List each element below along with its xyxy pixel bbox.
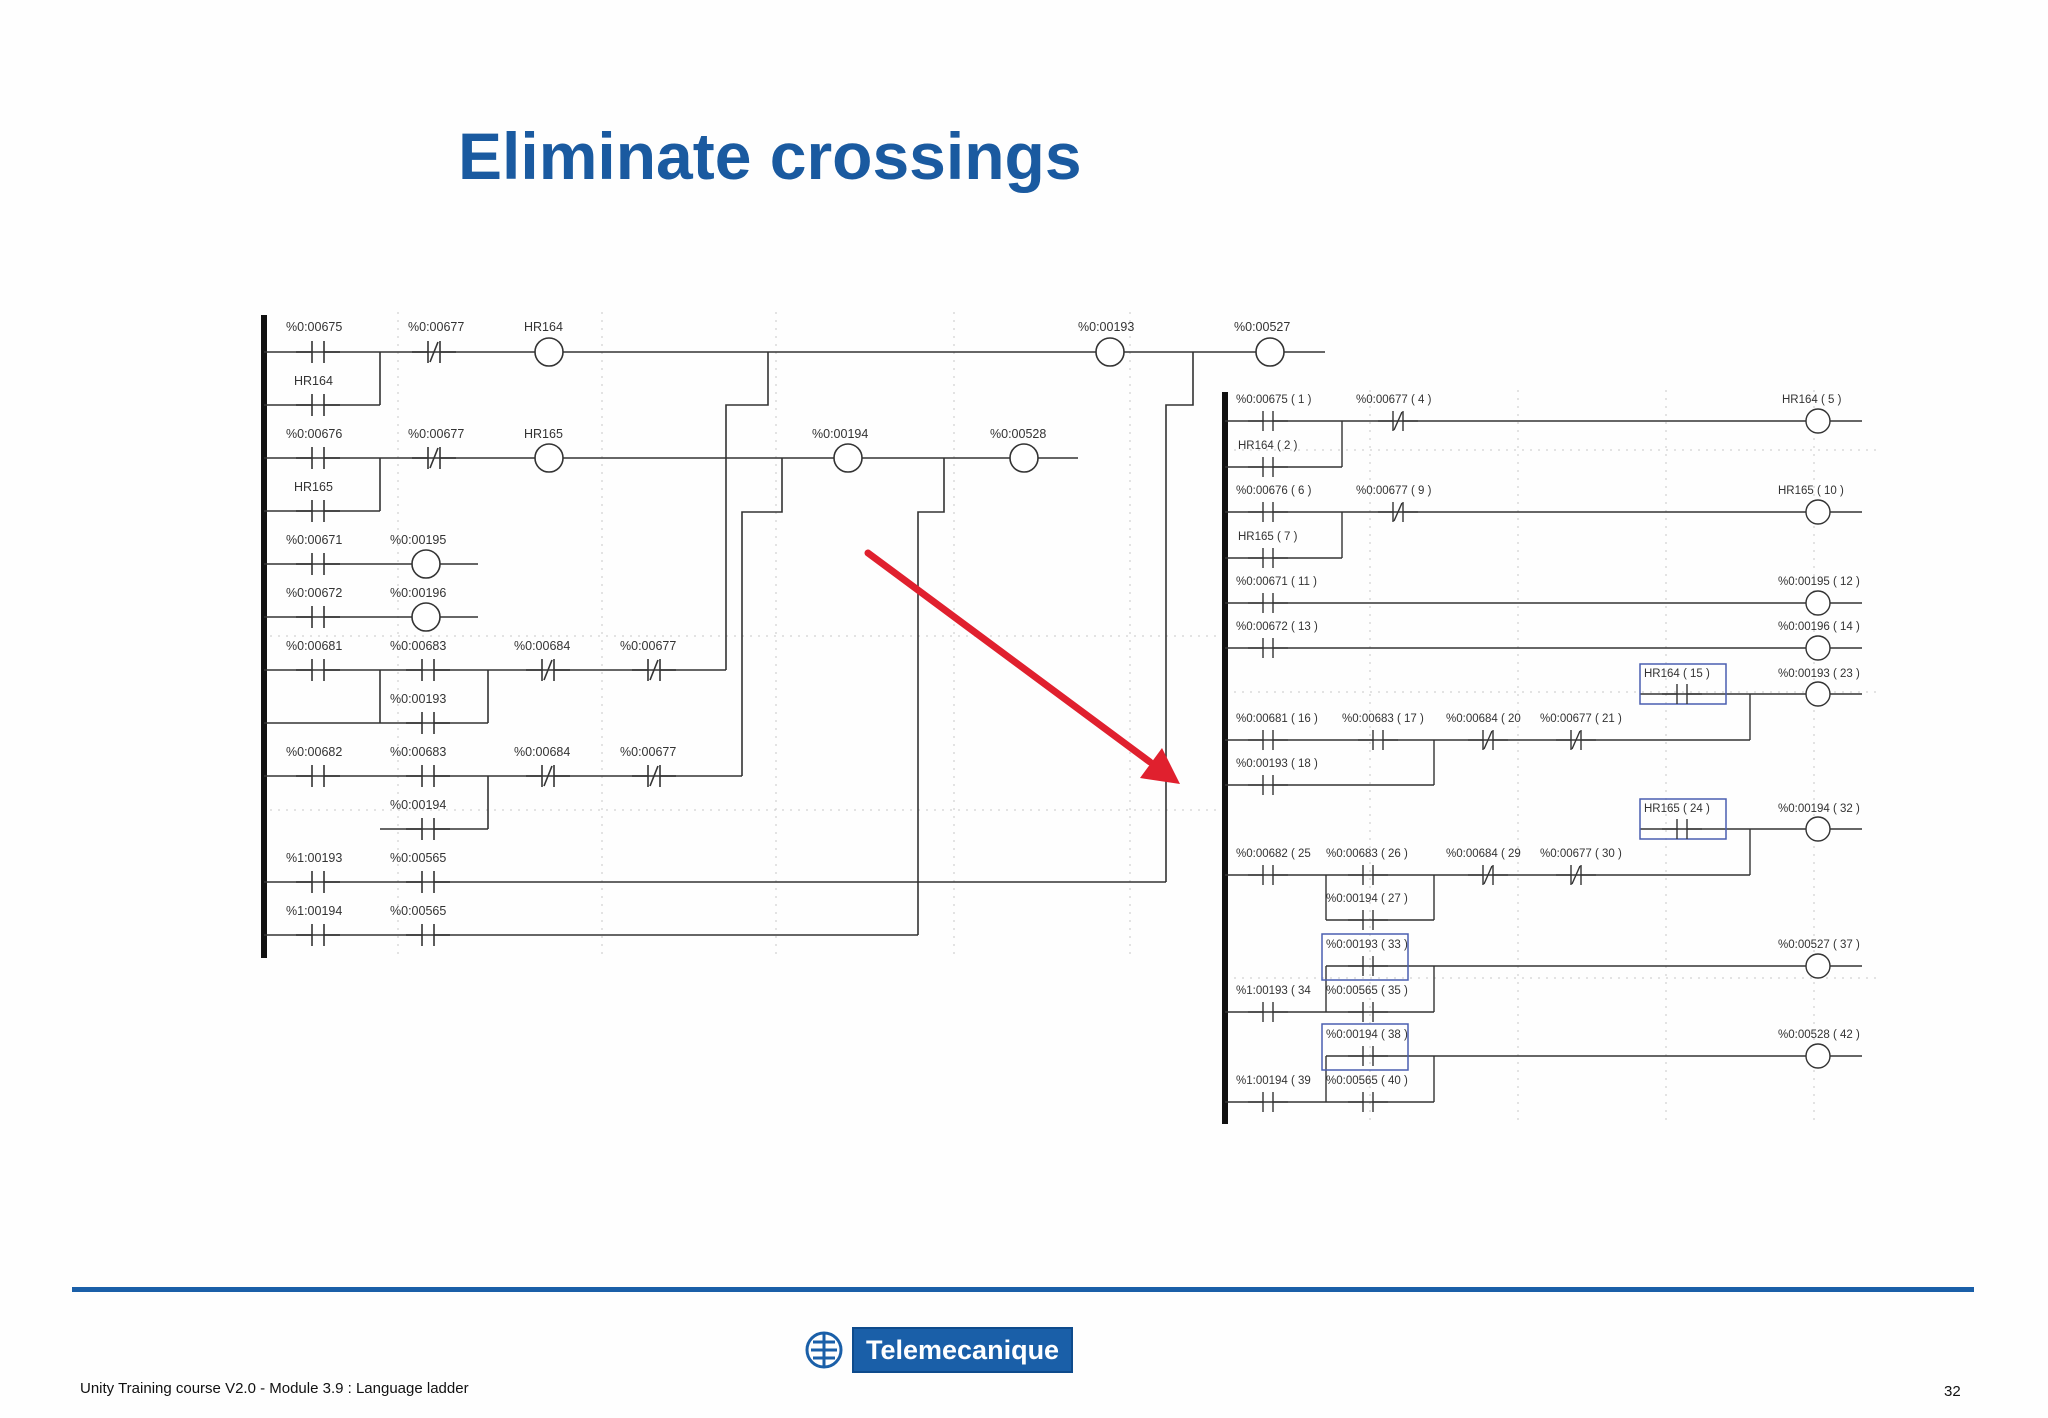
right-label: %0:00677 ( 9 ) [1356, 485, 1432, 497]
right-label: %0:00676 ( 6 ) [1236, 485, 1312, 497]
right-label: %0:00527 ( 37 ) [1778, 939, 1860, 951]
logo-wordmark: Telemecanique [852, 1327, 1074, 1373]
right-label: %0:00682 ( 25 [1236, 848, 1311, 860]
left-label: %1:00193 [286, 851, 342, 865]
left-label: %0:00682 [286, 745, 342, 759]
left-label: %0:00671 [286, 533, 342, 547]
right-label: %0:00194 ( 27 ) [1326, 893, 1408, 905]
left-label: %0:00683 [390, 745, 446, 759]
left-label: %0:00677 [408, 320, 464, 334]
right-label: %0:00193 ( 18 ) [1236, 758, 1318, 770]
left-label: %0:00196 [390, 586, 446, 600]
right-label: %0:00684 ( 20 [1446, 713, 1521, 725]
left-label: %0:00194 [390, 798, 446, 812]
right-label: %0:00671 ( 11 ) [1236, 576, 1317, 588]
left-label: %0:00565 [390, 851, 446, 865]
right-label: %0:00565 ( 35 ) [1326, 985, 1408, 997]
left-ladder-diagram: %0:00675 %0:00677 HR164 %0:00193 %0:0052… [261, 312, 1325, 960]
left-label: %0:00675 [286, 320, 342, 334]
right-ladder-diagram: %0:00675 ( 1 ) %0:00677 ( 4 ) HR164 ( 5 … [1222, 390, 1880, 1124]
right-label: HR165 ( 24 ) [1644, 803, 1710, 815]
left-label: HR164 [524, 320, 563, 334]
left-label: %0:00677 [620, 639, 676, 653]
left-label: HR165 [294, 480, 333, 494]
footer-divider [72, 1287, 1974, 1292]
footer-course-text: Unity Training course V2.0 - Module 3.9 … [80, 1380, 469, 1397]
left-label: %0:00194 [812, 427, 868, 441]
right-label: %0:00677 ( 21 ) [1540, 713, 1622, 725]
right-label: %0:00194 ( 32 ) [1778, 803, 1860, 815]
telemecanique-logo: Telemecanique [804, 1327, 1074, 1373]
right-label: %0:00672 ( 13 ) [1236, 621, 1318, 633]
right-label: %0:00681 ( 16 ) [1236, 713, 1318, 725]
right-label: %0:00677 ( 4 ) [1356, 394, 1432, 406]
right-label: HR164 ( 15 ) [1644, 668, 1710, 680]
left-label: %0:00677 [408, 427, 464, 441]
left-label: %0:00677 [620, 745, 676, 759]
right-label: %0:00683 ( 17 ) [1342, 713, 1424, 725]
left-label: HR164 [294, 374, 333, 388]
left-label: %0:00195 [390, 533, 446, 547]
right-label: %0:00677 ( 30 ) [1540, 848, 1622, 860]
slide-title: Eliminate crossings [458, 119, 1082, 193]
left-label: %0:00565 [390, 904, 446, 918]
right-label: %0:00528 ( 42 ) [1778, 1029, 1860, 1041]
left-label: %0:00528 [990, 427, 1046, 441]
right-label: %1:00193 ( 34 [1236, 985, 1311, 997]
telemecanique-logo-icon [805, 1331, 843, 1369]
page-number: 32 [1944, 1383, 1961, 1400]
right-label: %0:00684 ( 29 [1446, 848, 1521, 860]
left-label: %0:00193 [1078, 320, 1134, 334]
right-label: %0:00194 ( 38 ) [1326, 1029, 1408, 1041]
right-label: %0:00675 ( 1 ) [1236, 394, 1312, 406]
left-label: %0:00684 [514, 745, 570, 759]
left-label: %0:00683 [390, 639, 446, 653]
left-label: %0:00681 [286, 639, 342, 653]
right-label: HR164 ( 5 ) [1782, 394, 1842, 406]
left-label: %0:00676 [286, 427, 342, 441]
left-label: %0:00684 [514, 639, 570, 653]
left-label: %0:00672 [286, 586, 342, 600]
right-label: %0:00565 ( 40 ) [1326, 1075, 1408, 1087]
left-label: %1:00194 [286, 904, 342, 918]
right-label: %1:00194 ( 39 [1236, 1075, 1311, 1087]
right-label: HR165 ( 7 ) [1238, 531, 1298, 543]
left-label: %0:00193 [390, 692, 446, 706]
right-label: %0:00193 ( 33 ) [1326, 939, 1408, 951]
left-label: HR165 [524, 427, 563, 441]
arrow-icon [864, 549, 1180, 784]
right-label: %0:00196 ( 14 ) [1778, 621, 1860, 633]
right-label: HR164 ( 2 ) [1238, 440, 1298, 452]
right-label: %0:00195 ( 12 ) [1778, 576, 1860, 588]
right-label: %0:00683 ( 26 ) [1326, 848, 1408, 860]
right-label: %0:00193 ( 23 ) [1778, 668, 1860, 680]
right-label: HR165 ( 10 ) [1778, 485, 1844, 497]
left-label: %0:00527 [1234, 320, 1290, 334]
